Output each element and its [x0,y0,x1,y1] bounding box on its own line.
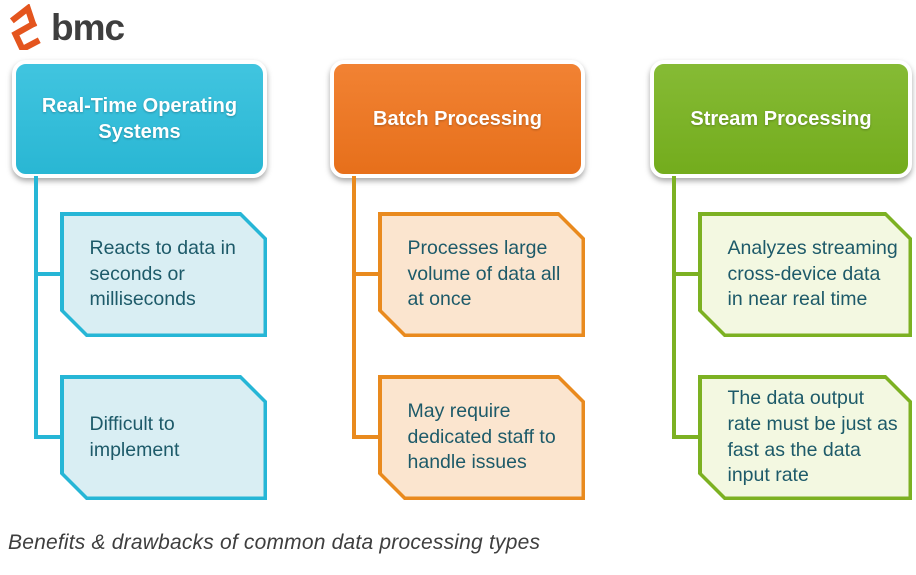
connector-stub [672,272,702,276]
connector-stub [352,435,382,439]
connector-vertical-line [672,176,676,439]
connector-stub [34,435,64,439]
column-real-time-operating-systems: Real-Time Operating Systems Reacts to da… [12,60,267,500]
item-box: May require dedicated staff to handle is… [378,375,585,500]
item-box-fill: Processes large volume of data all at on… [382,216,582,334]
column-stream-processing: Stream Processing Analyzes streaming cro… [650,60,912,500]
item-box: Processes large volume of data all at on… [378,212,585,337]
connector-vertical-line [352,176,356,439]
item-box-fill: Analyzes streaming cross-device data in … [702,216,909,334]
category-header-rtos: Real-Time Operating Systems [12,60,267,178]
item-box: Reacts to data in seconds or millisecond… [60,212,267,337]
item-box-fill: May require dedicated staff to handle is… [382,379,582,497]
connector-stub [352,272,382,276]
category-title: Batch Processing [373,108,542,130]
connector-vertical-line [34,176,38,439]
category-header-batch: Batch Processing [330,60,585,178]
item-text: Reacts to data in seconds or millisecond… [89,236,236,311]
item-box: Analyzes streaming cross-device data in … [698,212,912,337]
item-box-fill: The data output rate must be just as fas… [702,379,909,497]
item-box: The data output rate must be just as fas… [698,375,912,500]
connector-stub [34,272,64,276]
column-batch-processing: Batch Processing Processes large volume … [330,60,585,500]
connector-stub [672,435,702,439]
bmc-logo-icon [9,4,41,50]
category-title: Stream Processing [690,108,872,130]
category-header-stream: Stream Processing [650,60,912,178]
item-text: Processes large volume of data all at on… [407,236,561,311]
item-box: Difficult to implement [60,375,267,500]
item-box-fill: Difficult to implement [64,379,264,497]
diagram-caption: Benefits & drawbacks of common data proc… [8,531,541,554]
item-text: The data output rate must be just as fas… [727,387,898,487]
item-text: Difficult to implement [89,412,180,461]
category-title: Real-Time Operating Systems [41,95,238,143]
item-text: May require dedicated staff to handle is… [407,399,556,474]
item-text: Analyzes streaming cross-device data in … [727,236,898,311]
bmc-logo-text: bmc [51,6,125,48]
bmc-logo: bmc [8,4,125,50]
item-box-fill: Reacts to data in seconds or millisecond… [64,216,264,334]
